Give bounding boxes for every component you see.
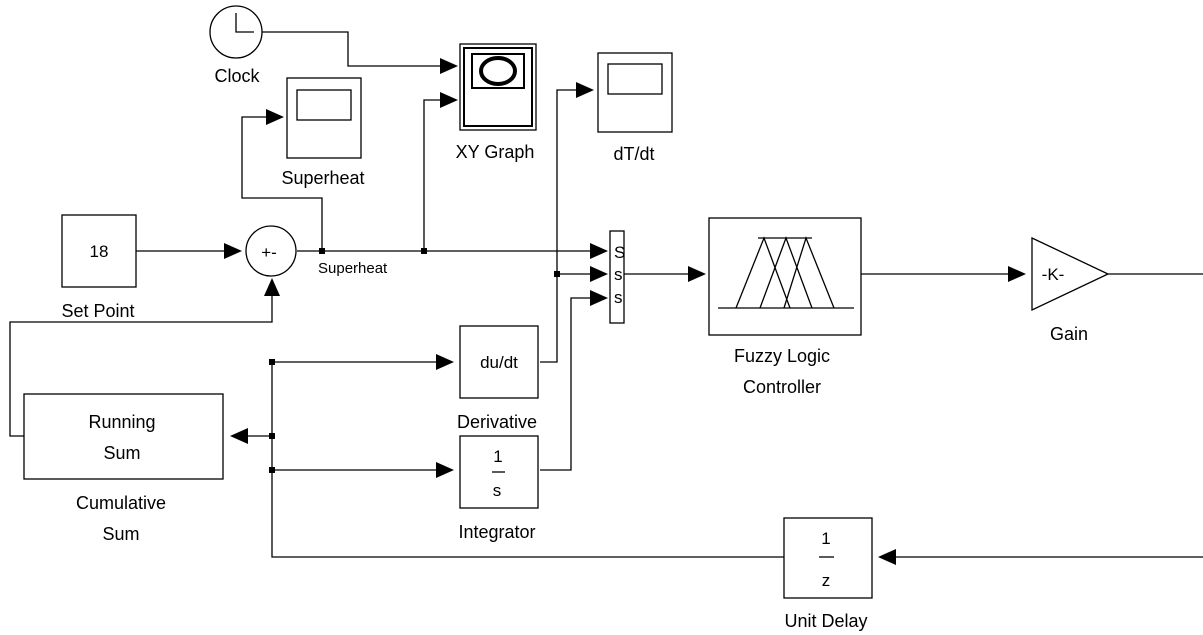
superheat-scope-block[interactable]: Superheat (281, 77, 365, 188)
gain-value: -K- (1042, 265, 1065, 284)
derivative-block[interactable]: du/dt Derivative (457, 325, 539, 432)
cumulative-sum-label-line1: Cumulative (76, 493, 166, 513)
set-point-block[interactable]: 18 Set Point (61, 214, 137, 321)
dtdt-scope-screen-icon (607, 63, 663, 95)
unit-delay-frame (783, 517, 873, 599)
clock-block[interactable]: Clock (209, 5, 263, 86)
derivative-label: Derivative (457, 412, 537, 432)
clock-hands (235, 13, 254, 33)
set-point-value: 18 (90, 242, 109, 261)
wire-superheat-scope (241, 116, 323, 251)
running-sum-line2: Sum (103, 443, 140, 463)
derivative-value: du/dt (480, 353, 518, 372)
unit-delay-numerator: 1 (821, 529, 830, 548)
unit-delay-block[interactable]: 1 z Unit Delay (783, 517, 873, 631)
wire-integrator-mux (540, 297, 590, 471)
mux-bar (609, 230, 625, 324)
wires (9, 31, 1203, 558)
clock-label: Clock (214, 66, 260, 86)
mux-port-1: S (614, 243, 625, 262)
xy-graph-icon (479, 56, 517, 86)
xy-graph-label: XY Graph (456, 142, 535, 162)
mux-block[interactable]: S s s (609, 230, 625, 324)
gain-triangle (1031, 236, 1110, 312)
unit-delay-denominator: z (822, 571, 831, 590)
cumulative-sum-label-line2: Sum (102, 524, 139, 544)
integrator-numerator: 1 (493, 447, 502, 466)
junctions (269, 248, 560, 473)
fuzzy-logic-controller-block[interactable]: Fuzzy Logic Controller (708, 217, 862, 397)
xy-graph-block[interactable]: XY Graph (456, 43, 537, 162)
wire-clock-xygraph (262, 31, 440, 67)
derivative-frame (459, 325, 539, 399)
mux-port-2: s (614, 265, 623, 284)
sum-block[interactable]: +- (245, 225, 297, 277)
fuzzy-frame (708, 217, 862, 336)
running-sum-line1: Running (88, 412, 155, 432)
wire-derivative-scope (540, 89, 576, 363)
unit-delay-label: Unit Delay (784, 611, 867, 631)
integrator-label: Integrator (458, 522, 535, 542)
membership-functions-icon (718, 236, 854, 309)
fuzzy-label-line2: Controller (743, 377, 821, 397)
wire-unitdelay-out (271, 362, 784, 558)
superheat-scope-label: Superheat (281, 168, 364, 188)
set-point-label: Set Point (61, 301, 134, 321)
dtdt-scope-label: dT/dt (613, 144, 654, 164)
integrator-block[interactable]: 1 s Integrator (458, 435, 539, 542)
gain-label: Gain (1050, 324, 1088, 344)
dtdt-scope-block[interactable]: dT/dt (597, 52, 673, 164)
sum-circle (245, 225, 297, 277)
arrowheads (224, 58, 1026, 565)
wire-runningsum-sum (9, 296, 273, 437)
superheat-signal-label: Superheat (318, 260, 388, 277)
wire-superheat-xygraph (423, 99, 440, 251)
fuzzy-label-line1: Fuzzy Logic (734, 346, 830, 366)
running-sum-block[interactable]: Running Sum Cumulative Sum (23, 393, 224, 544)
running-sum-frame (23, 393, 224, 480)
integrator-denominator: s (493, 481, 502, 500)
gain-block[interactable]: -K- Gain (1031, 236, 1110, 344)
mux-port-3: s (614, 288, 623, 307)
superheat-scope-screen-icon (296, 89, 352, 121)
set-point-frame (61, 214, 137, 288)
sum-signs: +- (261, 243, 277, 262)
